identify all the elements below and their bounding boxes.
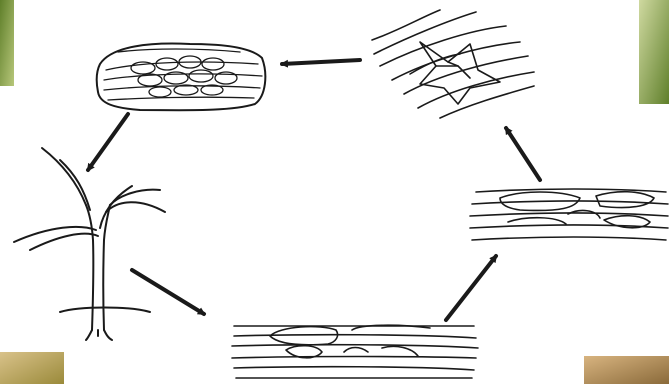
arrow-to-sclerotium-forming [506,128,540,180]
corner-photo-bottom-right [584,356,669,384]
arrow-to-leaf-tissue [132,270,204,314]
grass-plant-illustration [14,148,165,340]
corner-photo-bottom-left [0,352,64,384]
leaf-tissue-hyphae-illustration [232,325,478,378]
corner-photo-top-right [639,0,669,104]
spreading-hyphae-illustration [470,189,668,240]
arrow-to-plant [88,114,128,170]
corner-photo-top-left [0,0,14,86]
sclerotium-forming-illustration [372,10,534,118]
arrow-to-sclerotium [282,60,360,64]
arrow-to-spreading-hyphae [446,256,496,320]
sclerotium-mass-illustration [97,44,266,111]
